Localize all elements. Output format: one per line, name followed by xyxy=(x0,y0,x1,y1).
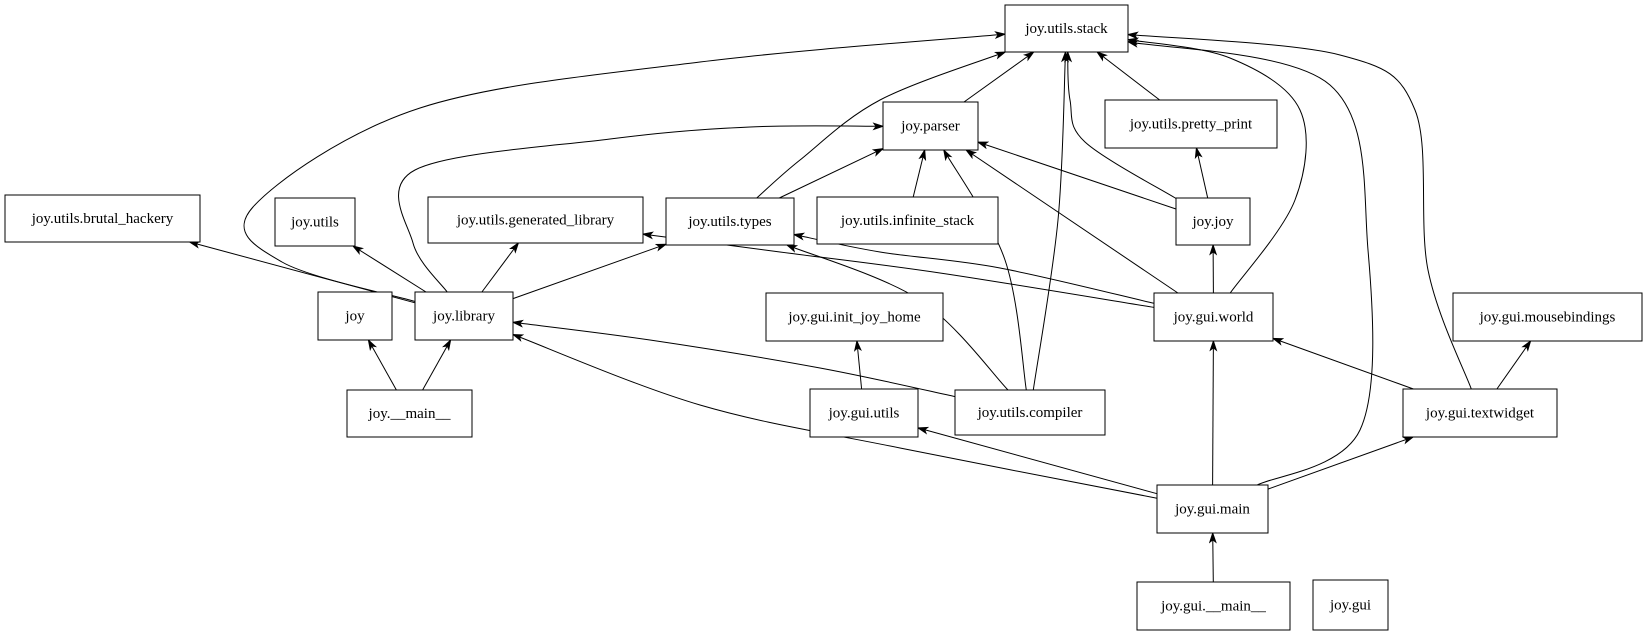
module-node-joy-utils: joy.utils xyxy=(274,197,356,247)
edge-joy-gui-main-to-joy-gui-textwidget xyxy=(1267,436,1415,490)
edge-joy-utils-infinite-stack-to-joy-parser xyxy=(912,148,927,198)
module-node-joy-utils-generated-library: joy.utils.generated_library xyxy=(427,196,644,244)
module-node-box-joy-parser xyxy=(882,101,979,151)
module-node-box-joy-utils xyxy=(274,197,356,247)
edge-joy-library-to-joy-utils-stack xyxy=(243,31,1007,302)
module-node-joy-gui-main: joy.gui.main xyxy=(1156,484,1269,534)
module-node-label-joy-utils-brutal-hackery: joy.utils.brutal_hackery xyxy=(31,211,174,227)
module-node-box-joy-utils-infinite-stack xyxy=(816,196,999,245)
module-node-label-joy-utils-generated-library: joy.utils.generated_library xyxy=(456,212,615,228)
module-node-box-joy-gui-main xyxy=(1156,484,1269,534)
module-node-box-joy-gui-utils xyxy=(809,388,919,438)
module-node-label-joy-gui-utils: joy.gui.utils xyxy=(828,405,900,421)
module-node-box-joy-gui-main xyxy=(1136,581,1291,631)
module-node-box-joy-utils-pretty-print xyxy=(1104,99,1278,149)
module-node-box-joy-joy xyxy=(1175,197,1251,246)
module-node-joy-parser: joy.parser xyxy=(882,101,979,151)
module-node-label-joy-utils-stack: joy.utils.stack xyxy=(1024,21,1108,37)
edge-joy-library-to-joy-parser xyxy=(398,122,885,293)
module-node-box-joy-gui-textwidget xyxy=(1402,388,1558,438)
edge-joy-parser-to-joy-utils-stack xyxy=(963,51,1035,103)
module-node-box-joy-utils-generated-library xyxy=(427,196,644,244)
edge-joy-utils-types-to-joy-parser xyxy=(779,147,885,199)
module-node-joy-joy: joy.joy xyxy=(1175,197,1251,246)
module-node-box-joy-gui-world xyxy=(1153,292,1274,342)
module-node-label-joy-gui-world: joy.gui.world xyxy=(1173,309,1254,325)
module-node-label-joy-library: joy.library xyxy=(432,308,495,324)
module-node-joy-gui-textwidget: joy.gui.textwidget xyxy=(1402,388,1558,438)
edge-joy-library-to-joy-utils-generated-library xyxy=(481,241,520,293)
edge-joy-gui-main-to-joy-gui-utils xyxy=(916,426,1158,495)
edge-joy-gui-textwidget-to-joy-gui-world xyxy=(1271,337,1414,390)
module-node-box-joy-library xyxy=(414,291,514,341)
edge-joy-main-to-joy xyxy=(367,338,397,391)
edge-joy-gui-main-to-joy-library xyxy=(511,333,1158,499)
module-node-joy-gui-world: joy.gui.world xyxy=(1153,292,1274,342)
edge-joy-gui-world-to-joy-utils-stack xyxy=(1126,37,1307,294)
module-node-joy-main: joy.__main__ xyxy=(346,389,473,438)
module-node-joy-gui-main: joy.gui.__main__ xyxy=(1136,581,1291,631)
module-node-joy-gui: joy.gui xyxy=(1312,579,1389,631)
module-node-joy-utils-stack: joy.utils.stack xyxy=(1004,4,1129,53)
module-node-label-joy-utils-compiler: joy.utils.compiler xyxy=(977,405,1083,421)
module-node-box-joy-utils-types xyxy=(665,197,795,246)
edge-joy-utils-pretty-print-to-joy-utils-stack xyxy=(1095,51,1161,101)
module-node-label-joy-main: joy.__main__ xyxy=(368,406,451,422)
edges-layer xyxy=(188,31,1532,583)
module-node-label-joy-gui-textwidget: joy.gui.textwidget xyxy=(1425,405,1535,421)
module-node-box-joy xyxy=(317,291,393,341)
module-node-joy-utils-types: joy.utils.types xyxy=(665,197,795,246)
module-node-joy-utils-brutal-hackery: joy.utils.brutal_hackery xyxy=(4,194,201,243)
module-node-box-joy-gui-init-joy-home xyxy=(765,292,944,342)
edge-joy-gui-utils-to-joy-gui-init-joy-home xyxy=(853,339,863,390)
module-node-joy-gui-utils: joy.gui.utils xyxy=(809,388,919,438)
module-node-label-joy-gui-main: joy.gui.main xyxy=(1174,501,1250,517)
module-node-label-joy-utils-pretty-print: joy.utils.pretty_print xyxy=(1129,116,1253,132)
edge-joy-joy-to-joy-utils-stack xyxy=(1064,50,1177,199)
edge-joy-gui-main-to-joy-gui-main xyxy=(1208,531,1217,583)
module-node-label-joy-parser: joy.parser xyxy=(900,118,960,134)
module-node-box-joy-gui-mousebindings xyxy=(1452,292,1643,342)
edge-joy-utils-types-to-joy-utils-stack xyxy=(756,51,1007,199)
module-node-joy: joy xyxy=(317,291,393,341)
module-node-joy-utils-infinite-stack: joy.utils.infinite_stack xyxy=(816,196,999,245)
edge-joy-utils-compiler-to-joy-utils-stack xyxy=(1032,50,1070,391)
edge-joy-utils-compiler-to-joy-library xyxy=(511,319,956,398)
module-node-box-joy-gui xyxy=(1312,579,1389,631)
module-node-box-joy-utils-compiler xyxy=(954,389,1106,436)
module-node-label-joy-utils-infinite-stack: joy.utils.infinite_stack xyxy=(840,213,975,229)
module-node-joy-utils-pretty-print: joy.utils.pretty_print xyxy=(1104,99,1278,149)
edge-joy-gui-textwidget-to-joy-utils-stack xyxy=(1126,31,1472,390)
edge-joy-gui-world-to-joy-parser xyxy=(964,149,1179,294)
module-node-label-joy-joy: joy.joy xyxy=(1191,214,1234,230)
edge-joy-utils-compiler-to-joy-parser xyxy=(943,148,1027,391)
module-node-label-joy: joy xyxy=(344,308,365,324)
module-node-label-joy-utils-types: joy.utils.types xyxy=(687,214,771,230)
module-node-joy-utils-compiler: joy.utils.compiler xyxy=(954,389,1106,436)
edge-joy-gui-textwidget-to-joy-gui-mousebindings xyxy=(1496,339,1532,390)
edge-joy-library-to-joy-utils-types xyxy=(512,243,668,300)
edge-joy-gui-main-to-joy-utils-stack xyxy=(1126,39,1374,486)
nodes-layer: joy.utils.stack joy.parser joy.utils.prett… xyxy=(4,4,1643,631)
module-node-box-joy-main xyxy=(346,389,473,438)
module-node-box-joy-utils-brutal-hackery xyxy=(4,194,201,243)
edge-joy-gui-main-to-joy-gui-world xyxy=(1209,339,1218,486)
module-node-label-joy-utils: joy.utils xyxy=(290,214,339,230)
module-node-label-joy-gui-main: joy.gui.__main__ xyxy=(1160,598,1266,614)
module-node-joy-library: joy.library xyxy=(414,291,514,341)
module-node-box-joy-utils-stack xyxy=(1004,4,1129,53)
edge-joy-main-to-joy-library xyxy=(422,338,452,391)
edge-joy-library-to-joy-utils xyxy=(351,245,427,293)
module-node-label-joy-gui-init-joy-home: joy.gui.init_joy_home xyxy=(787,309,921,325)
module-node-label-joy-gui: joy.gui xyxy=(1329,597,1371,613)
module-node-joy-gui-mousebindings: joy.gui.mousebindings xyxy=(1452,292,1643,342)
edge-joy-joy-to-joy-utils-pretty-print xyxy=(1194,146,1209,199)
edge-joy-joy-to-joy-parser xyxy=(976,141,1177,210)
module-node-joy-gui-init-joy-home: joy.gui.init_joy_home xyxy=(765,292,944,342)
module-node-label-joy-gui-mousebindings: joy.gui.mousebindings xyxy=(1479,309,1616,325)
